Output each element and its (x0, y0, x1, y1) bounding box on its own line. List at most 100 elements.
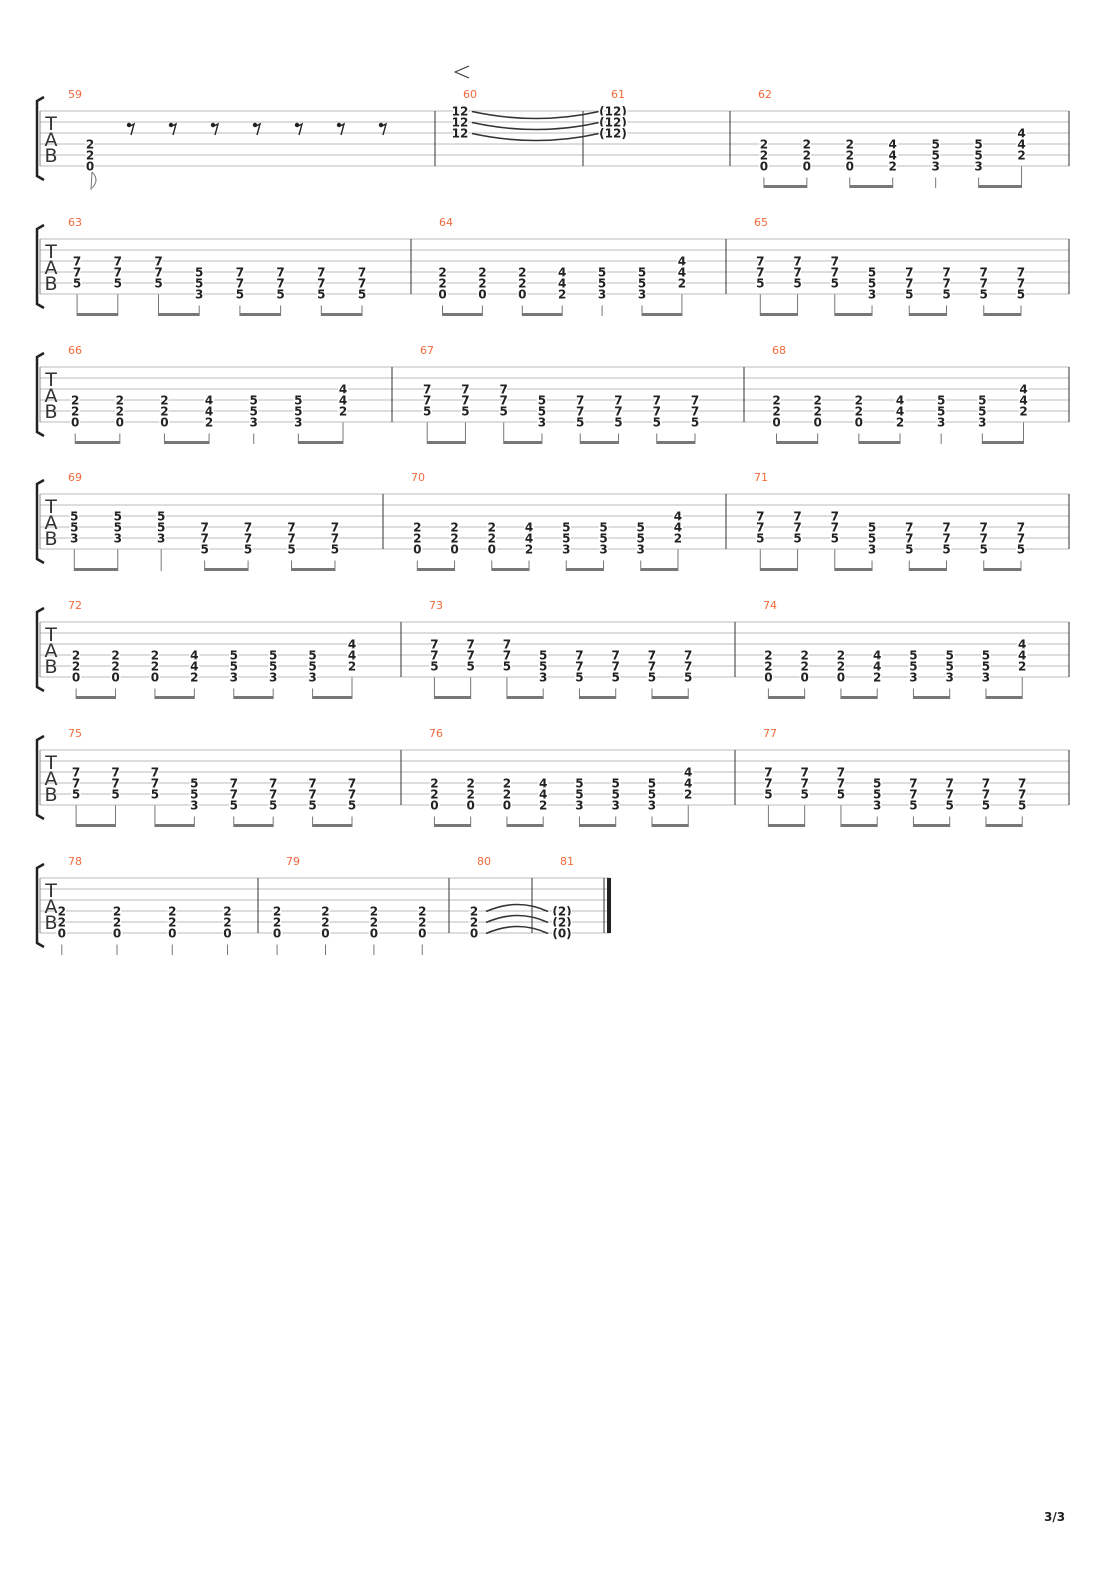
fret-number: 2 (370, 916, 378, 930)
fret-number: 2 (837, 660, 845, 674)
fret-number: 7 (691, 405, 699, 419)
note-beam (579, 696, 616, 699)
note-beam (913, 696, 950, 699)
fret-number: 2 (430, 777, 438, 791)
fret-number: 2 (151, 660, 159, 674)
fret-number: 2 (539, 799, 547, 813)
fret-number: 4 (1019, 394, 1027, 408)
measure-number: 65 (754, 216, 768, 229)
fret-number: 7 (423, 383, 431, 397)
fret-number: 5 (982, 649, 990, 663)
fret-number: 7 (244, 521, 252, 535)
fret-number: 7 (942, 266, 950, 280)
fret-number: 5 (190, 788, 198, 802)
fret-number: 5 (937, 394, 945, 408)
fret-number: 5 (868, 266, 876, 280)
fret-number: 4 (558, 266, 566, 280)
fret-number: 5 (331, 543, 339, 557)
fret-number: 3 (230, 671, 238, 685)
measure-number: 75 (68, 727, 82, 740)
fret-number: 2 (321, 905, 329, 919)
fret-number: 7 (466, 638, 474, 652)
fret-number: 5 (942, 288, 950, 302)
fret-number: 4 (678, 255, 686, 269)
note-beam (760, 313, 798, 316)
measure-number: 73 (429, 599, 443, 612)
fret-number: 7 (684, 649, 692, 663)
fret-number: 7 (653, 405, 661, 419)
fret-number: 5 (598, 277, 606, 291)
fret-number: 7 (154, 266, 162, 280)
fret-number: 2 (418, 916, 426, 930)
fret-number: 7 (466, 649, 474, 663)
fret-number: 5 (800, 788, 808, 802)
measure-number: 76 (429, 727, 443, 740)
note-beam (580, 441, 619, 444)
fret-number: 2 (205, 416, 213, 430)
fret-number: 7 (691, 394, 699, 408)
fret-number: 3 (974, 160, 982, 174)
measure-number: 60 (463, 88, 477, 101)
fret-number: 4 (873, 660, 881, 674)
fret-number: 7 (793, 266, 801, 280)
note-beam (651, 824, 689, 827)
fret-number: 2 (674, 532, 682, 546)
fret-number: 5 (317, 288, 325, 302)
fret-number: 5 (269, 649, 277, 663)
fret-number: 2 (370, 905, 378, 919)
fret-number: 5 (72, 788, 80, 802)
system-bracket (35, 862, 45, 949)
fret-number: 7 (909, 777, 917, 791)
fret-number: 3 (539, 671, 547, 685)
tie-arc (471, 121, 600, 131)
fret-number: 7 (831, 521, 839, 535)
fret-number: 7 (503, 638, 511, 652)
tab-clef-letter: A (45, 768, 58, 790)
fret-number: 3 (873, 799, 881, 813)
fret-number: 7 (614, 394, 622, 408)
note-beam (239, 313, 281, 316)
fret-number: 3 (648, 799, 656, 813)
fret-number: 7 (684, 660, 692, 674)
fret-number: 5 (562, 521, 570, 535)
fret-number: 5 (236, 288, 244, 302)
note-beam (840, 824, 878, 827)
fret-number: 5 (831, 277, 839, 291)
fret-number: 5 (539, 649, 547, 663)
fret-number: 5 (195, 277, 203, 291)
note-beam (233, 824, 274, 827)
eighth-rest-icon (170, 122, 178, 136)
fret-number: 2 (772, 405, 780, 419)
fret-number: 5 (756, 532, 764, 546)
fret-number: 5 (575, 788, 583, 802)
fret-number: 2 (168, 916, 176, 930)
fret-number: 5 (684, 671, 692, 685)
note-beam (312, 824, 352, 827)
fret-number: 2 (273, 905, 281, 919)
fret-number: 7 (72, 777, 80, 791)
crescendo-icon (453, 65, 470, 79)
note-beam (522, 313, 563, 316)
measure-number: 80 (477, 855, 491, 868)
fret-number: 7 (423, 394, 431, 408)
fret-number: 2 (58, 916, 66, 930)
fret-number: 0 (837, 671, 845, 685)
fret-number: 2 (160, 405, 168, 419)
fret-number: 3 (195, 288, 203, 302)
fret-number: 5 (637, 521, 645, 535)
fret-number: 5 (599, 532, 607, 546)
fret-number: 2 (803, 149, 811, 163)
fret-number: 0 (813, 416, 821, 430)
fret-number: 2 (873, 671, 881, 685)
fret-number: 7 (1017, 266, 1025, 280)
fret-number: 2 (470, 905, 478, 919)
fret-number: 5 (982, 660, 990, 674)
note-beam (985, 824, 1023, 827)
fret-number: 2 (800, 649, 808, 663)
fret-number: 5 (653, 416, 661, 430)
